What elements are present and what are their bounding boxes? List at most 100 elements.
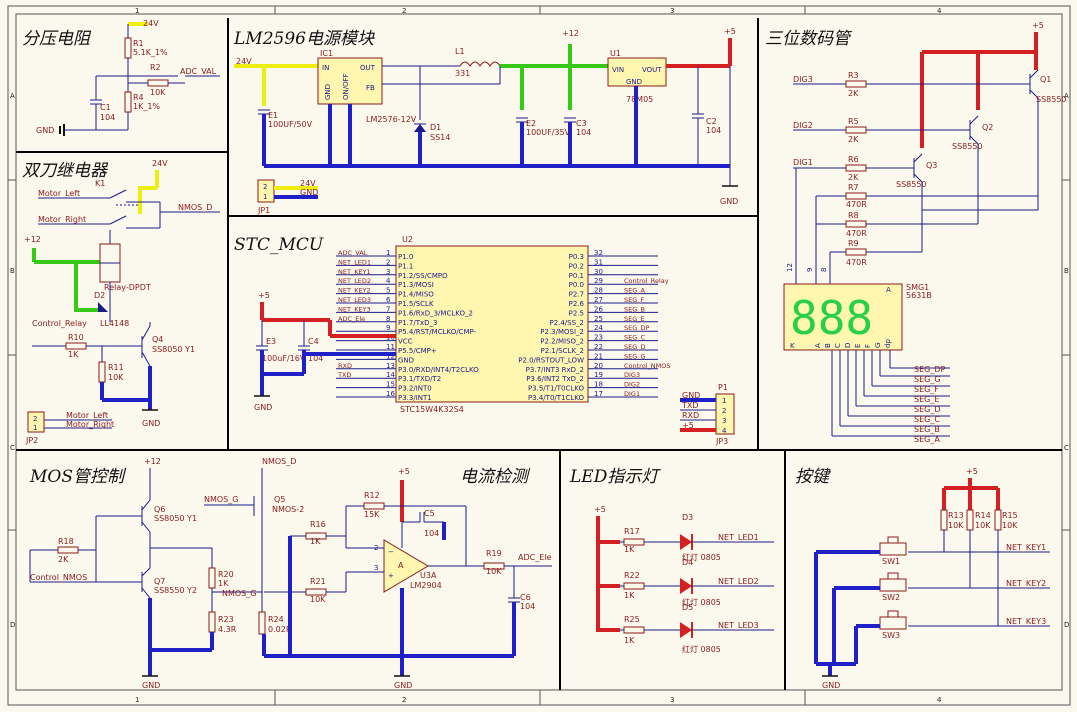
mcu-left-pins: P1.01ADC_VALP1.12NET_LED1P1.2/SS/CMPO3NE… — [336, 249, 479, 402]
r11-label: R11 — [108, 363, 124, 372]
u1-pin-vout: VOUT — [642, 66, 662, 74]
r19-label: R19 — [486, 549, 502, 558]
smg1-part: 5631B — [906, 291, 932, 300]
mcu-left-net: NET_KEY2 — [338, 287, 371, 295]
u3-label: U3A — [420, 571, 437, 580]
d1-label: D1 — [430, 123, 441, 132]
d3-label: D3 — [682, 513, 693, 522]
mcu-pin-label: P3.6/INT2 TxD_2 — [526, 375, 584, 383]
r12-value: 15K — [364, 510, 380, 519]
mcu-pin-label: P2.7 — [569, 291, 584, 299]
net-plus5: +5 — [1032, 21, 1044, 30]
mcu-right-net: SEG_E — [624, 315, 645, 323]
r25-label: R25 — [624, 615, 640, 624]
svg-text:F: F — [864, 344, 872, 348]
u3-part: LM2904 — [410, 581, 442, 590]
net-led3: NET_LED3 — [718, 621, 759, 630]
smg1-cathode: K — [790, 342, 795, 350]
svg-text:dp: dp — [884, 339, 892, 348]
r6-label: R6 — [848, 155, 859, 164]
net-gnd: GND — [142, 681, 160, 690]
net-adc-val: ADC_VAL — [180, 67, 217, 76]
r21-value: 10K — [310, 595, 326, 604]
net-24v: 24V — [152, 159, 168, 168]
mcu-pin-label: P2.2/MISO_2 — [540, 338, 584, 346]
q4-label: Q4 — [152, 335, 163, 344]
svg-text:1: 1 — [33, 424, 37, 432]
mcu-pin-number: 26 — [594, 305, 603, 313]
section-title-relay: 双刀继电器 — [22, 161, 109, 181]
svg-text:3: 3 — [374, 564, 378, 572]
svg-text:2: 2 — [263, 183, 267, 191]
d2-value: LL4148 — [100, 319, 129, 328]
row-tick: B — [1064, 267, 1069, 275]
r20-value: 1K — [218, 579, 229, 588]
net-24v: 24V — [236, 57, 252, 66]
net-gnd: GND — [142, 419, 160, 428]
row-tick: D — [10, 621, 15, 629]
u2-label: U2 — [402, 235, 413, 244]
mcu-right-net: SEG_DP — [624, 324, 650, 332]
keys-circuit: +5 R13 10K R14 10K R15 10K NET_KEY1 NET_… — [814, 467, 1050, 690]
current-circuit: +5 R12 15K C5 104 23 −+ A U3A LM2904 R16… — [262, 467, 552, 690]
mcu-right-net: DIG3 — [624, 371, 640, 379]
row-tick: A — [1064, 92, 1069, 100]
u1-pin-gnd: GND — [626, 78, 642, 86]
mcu-pin-label: P3.0/RXD/INT4/T2CLKO — [398, 366, 479, 374]
c4-value: 104 — [308, 354, 323, 363]
col-tick: 4 — [937, 696, 942, 704]
r8-value: 470R — [846, 229, 867, 238]
section-title-led: LED指示灯 — [569, 467, 661, 487]
net-nmos-d: NMOS_D — [178, 203, 212, 212]
u1-part: 78M05 — [626, 95, 653, 104]
col-tick: 1 — [135, 7, 139, 15]
c2-label: C2 — [706, 117, 717, 126]
mcu-right-net: Control_NMOS — [624, 362, 670, 370]
mcu-pin-number: 2 — [386, 258, 390, 266]
led2-icon — [680, 578, 692, 594]
mcu-right-net: SEG_D — [624, 343, 646, 351]
r12-label: R12 — [364, 491, 380, 500]
r8-label: R8 — [848, 211, 859, 220]
mcu-pin-number: 30 — [594, 268, 603, 276]
mcu-pin-label: P2.4/SS_2 — [549, 319, 584, 327]
mcu-pin-number: 7 — [386, 305, 390, 313]
mcu-pin-number: 28 — [594, 287, 603, 295]
mcu-pin-number: 27 — [594, 296, 603, 304]
net-dig2: DIG2 — [793, 121, 813, 130]
mcu-pin-number: 18 — [594, 381, 603, 389]
mcu-pin-label: P5.4/RST/MCLKO/CMP- — [398, 328, 477, 336]
ic1-pin-gnd: GND — [324, 84, 332, 100]
r18-value: 2K — [58, 555, 69, 564]
mcu-right-net: SEG_G — [624, 352, 646, 360]
col-tick: 2 — [402, 696, 406, 704]
mcu-left-net: TXD — [337, 371, 351, 379]
e3-label: E3 — [266, 337, 276, 346]
mcu-right-net: SEG_A — [624, 287, 646, 295]
mcu-pin-number: 12 — [386, 352, 395, 360]
net-led1: NET_LED1 — [718, 533, 759, 542]
r16-label: R16 — [310, 520, 326, 529]
mcu-left-net: NET_LED1 — [338, 258, 371, 266]
mos-circuit: +12 Q6 SS8050 Y1 R20 1K NMOS_G R23 4.3R … — [29, 457, 304, 690]
svg-text:12: 12 — [786, 263, 794, 272]
r5-value: 2K — [848, 135, 859, 144]
r23-label: R23 — [218, 615, 234, 624]
jp3-pin: 3 — [722, 417, 726, 425]
mcu-pin-label: P2.3/MOSI_2 — [540, 328, 584, 336]
c1-value: 104 — [100, 113, 115, 122]
mcu-right-net: DIG2 — [624, 381, 640, 389]
c6-label: C6 — [520, 593, 531, 602]
r1-label: R1 — [133, 39, 144, 48]
l1-label: L1 — [455, 47, 465, 56]
mcu-left-net: RXD — [338, 362, 352, 370]
mcu-pin-label: P0.1 — [569, 272, 584, 280]
mcu-left-net: ADC_VAL — [338, 249, 368, 257]
mcu-pin-number: 11 — [386, 343, 395, 351]
r22-value: 1K — [624, 591, 635, 600]
mcu-pin-number: 6 — [386, 296, 391, 304]
mcu-pin-label: P1.1 — [398, 262, 413, 270]
net-gnd: GND — [254, 403, 272, 412]
mcu-pin-number: 32 — [594, 249, 603, 257]
net-plus5: +5 — [966, 467, 978, 476]
